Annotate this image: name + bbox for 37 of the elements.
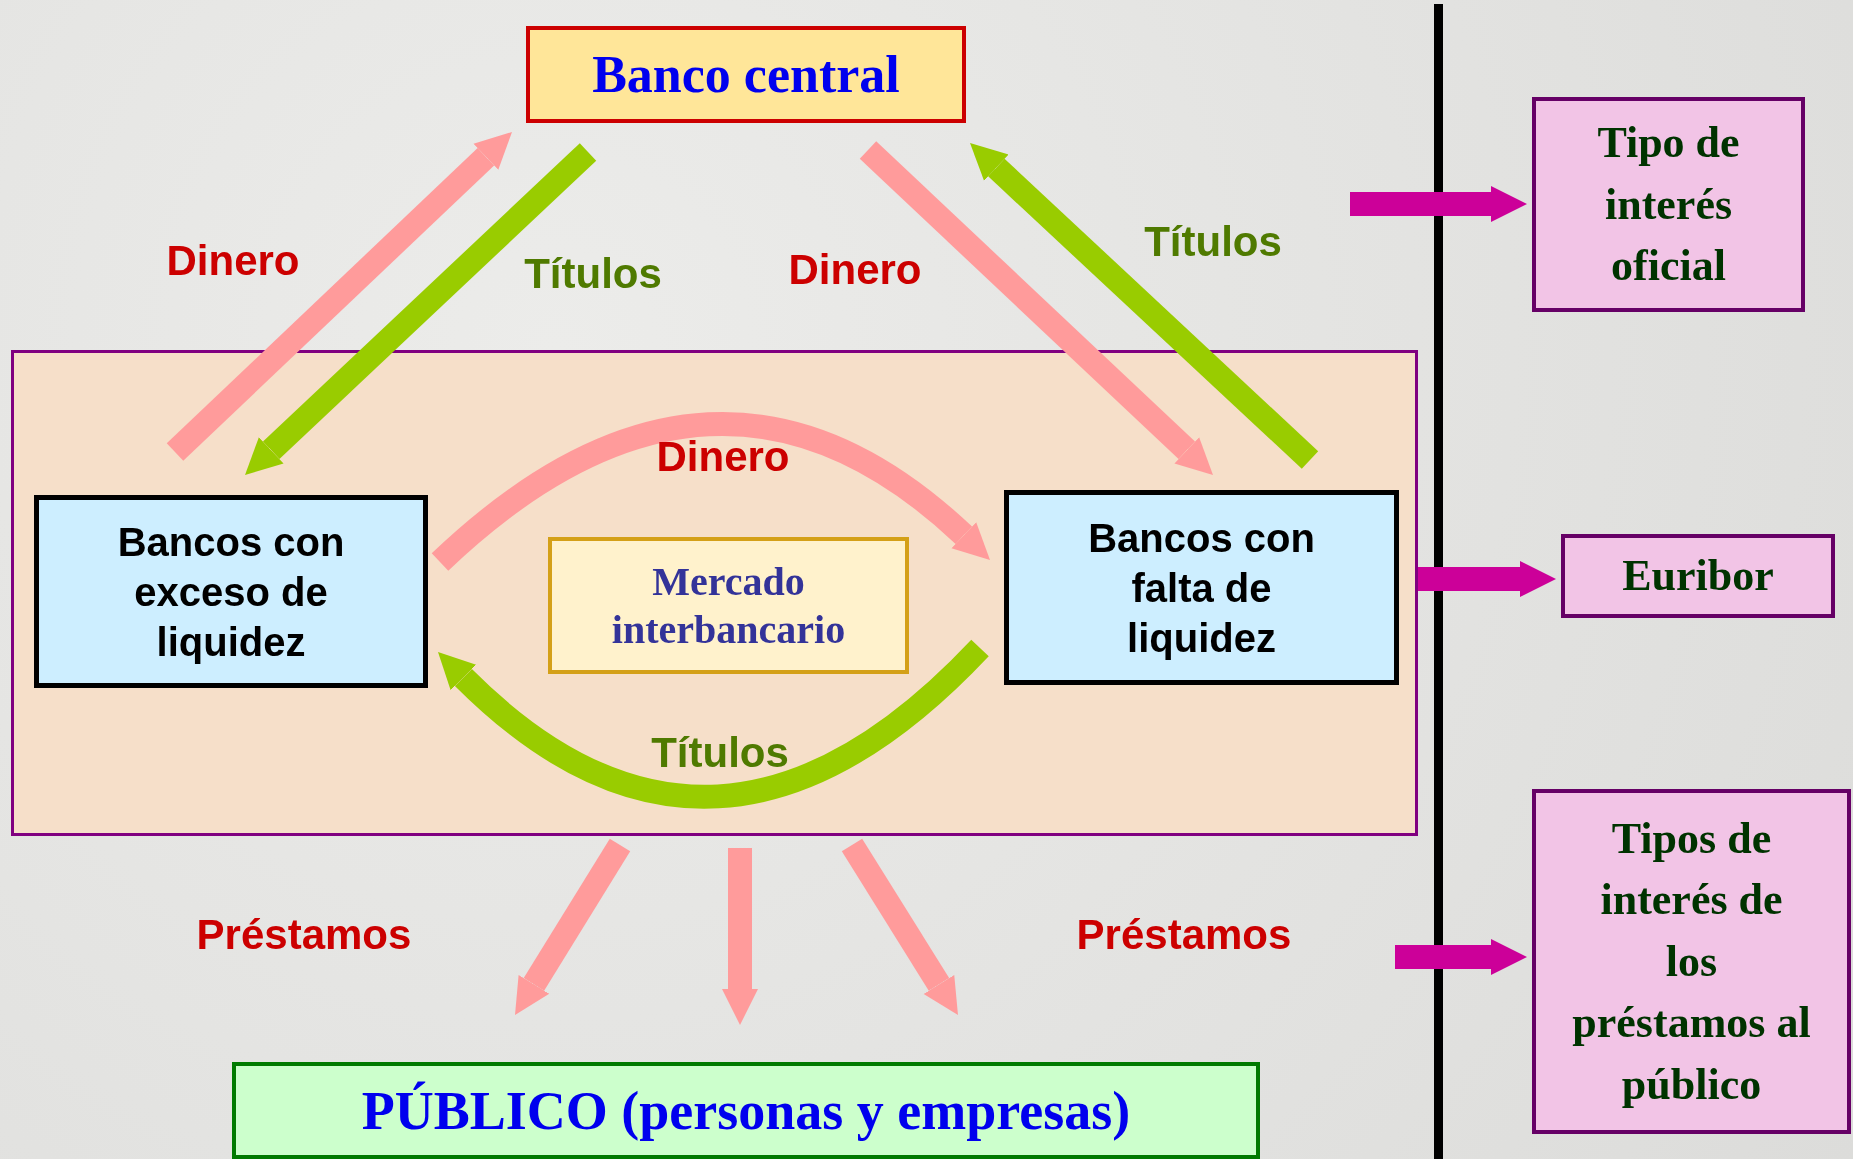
edge-label: Dinero	[656, 433, 790, 481]
edge-label: Títulos	[651, 729, 789, 777]
node-text: Banco central	[592, 45, 900, 104]
arrow	[1350, 186, 1527, 222]
node-text: PÚBLICO (personas y empresas)	[361, 1079, 1131, 1142]
edge-label: Dinero	[166, 237, 300, 285]
edge-label: Dinero	[788, 246, 922, 294]
node-text: Tipo de interés oficial	[1596, 117, 1741, 293]
edge-label: Préstamos	[196, 911, 412, 959]
text-box	[548, 537, 909, 674]
edge-label: Títulos	[1144, 218, 1282, 266]
edge-label: Títulos	[524, 250, 662, 298]
text-box	[1532, 789, 1851, 1134]
arrow	[432, 412, 992, 571]
text-box	[232, 1062, 1260, 1159]
node-text: Tipos de interés de los préstamos al público	[1572, 812, 1811, 1111]
node-text: Mercado interbancario	[610, 557, 847, 654]
edge-label: Préstamos	[1076, 911, 1292, 959]
arrow	[245, 143, 597, 475]
node-text: Euribor	[1622, 550, 1774, 603]
text-box	[526, 26, 966, 123]
text-box	[1532, 97, 1805, 312]
node-text: Bancos con falta de liquidez	[1087, 514, 1316, 662]
arrow	[1395, 939, 1527, 975]
text-box	[34, 495, 428, 688]
text-box	[1561, 534, 1835, 618]
arrow	[859, 141, 1213, 475]
arrow	[970, 143, 1319, 469]
arrow	[722, 848, 758, 1025]
panel-background	[11, 350, 1418, 836]
arrow	[1418, 561, 1556, 597]
arrow	[841, 838, 958, 1015]
node-text: Bancos con exceso de liquidez	[116, 518, 346, 666]
arrow	[436, 639, 989, 809]
text-box	[1004, 490, 1399, 685]
arrow	[515, 838, 631, 1015]
arrow	[166, 132, 512, 461]
